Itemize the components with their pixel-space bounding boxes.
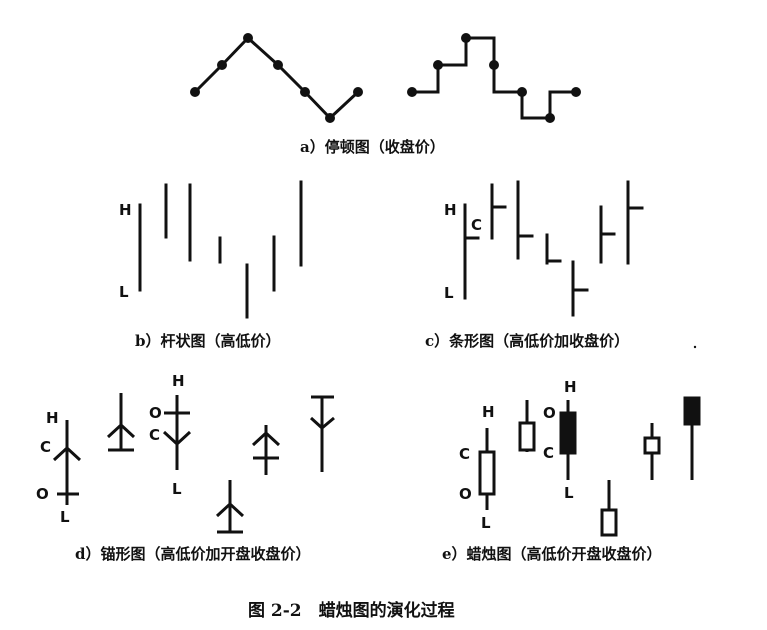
marker-c-e3: C [543, 444, 555, 462]
panel-d-anchors [52, 393, 335, 534]
marker-o-d3: O [149, 404, 162, 422]
marker-o-d1: O [36, 485, 49, 503]
marker-o-e1: O [459, 485, 472, 503]
marker-h-d1: H [46, 409, 59, 427]
panel-c-label: c）条形图（高低价加收盘价） [425, 332, 630, 350]
marker-l-e1: L [481, 514, 491, 532]
marker-h-b: H [119, 201, 132, 219]
marker-l-e3: L [564, 484, 574, 502]
marker-l-c: L [444, 284, 454, 302]
panel-a-step-chart [407, 33, 581, 123]
marker-c-d3: C [149, 426, 161, 444]
marker-c-e1: C [459, 445, 471, 463]
panel-e-candles [478, 396, 701, 537]
figure-caption: 图 2-2 蜡烛图的演化过程 [248, 601, 455, 621]
marker-h-d3: H [172, 372, 185, 390]
panel-e-label: e）蜡烛图（高低价开盘收盘价） [442, 545, 662, 563]
marker-l-b: L [119, 283, 129, 301]
marker-c-d1: C [40, 438, 52, 456]
panel-a-label: a）停顿图（收盘价） [300, 138, 445, 156]
marker-c-c: C [471, 216, 483, 234]
marker-h-c: H [444, 201, 457, 219]
marker-l-d1: L [60, 508, 70, 526]
panel-c-bars [463, 180, 644, 317]
marker-l-d3: L [172, 480, 182, 498]
marker-h-e1: H [482, 403, 495, 421]
panel-d-label: d）锚形图（高低价加开盘收盘价） [75, 545, 311, 563]
panel-b-bars [138, 180, 303, 319]
marker-h-e3: H [564, 378, 577, 396]
panel-a-line-chart [190, 33, 363, 123]
stray-dot [693, 345, 697, 349]
marker-o-e3: O [543, 404, 556, 422]
panel-b-label: b）杆状图（高低价） [135, 332, 281, 350]
